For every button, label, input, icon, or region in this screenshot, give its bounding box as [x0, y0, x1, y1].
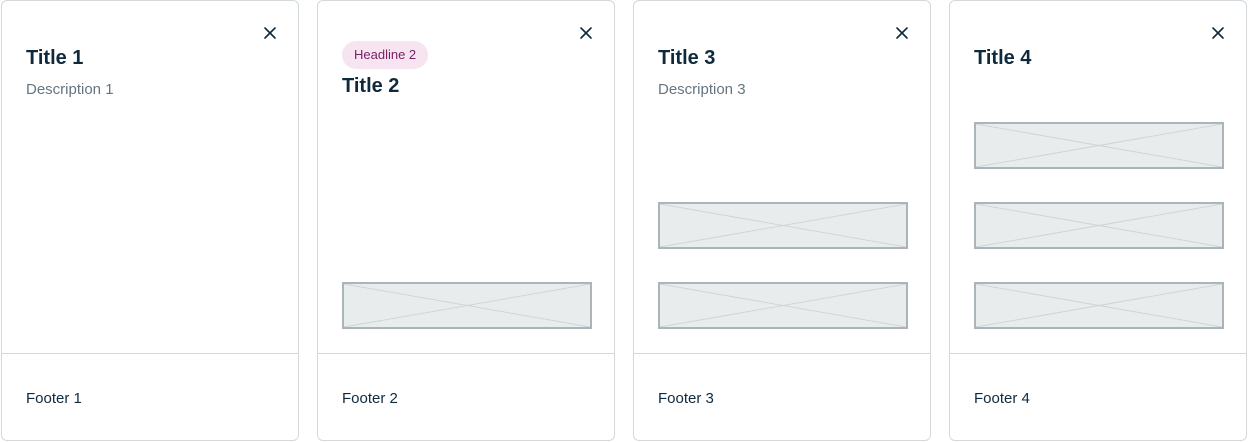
card-description: Description 1: [26, 81, 114, 98]
card-1: Title 1 Description 1 Footer 1: [1, 0, 299, 441]
card-title: Title 1: [26, 47, 84, 69]
card-4: Title 4 Footer 4: [949, 0, 1247, 441]
card-footer: Footer 3: [658, 390, 714, 407]
image-placeholder: [658, 202, 908, 249]
card-title: Title 3: [658, 47, 716, 69]
card-title: Title 2: [342, 75, 400, 97]
headline-tag: Headline 2: [342, 41, 429, 69]
card-footer: Footer 1: [26, 390, 82, 407]
close-icon[interactable]: [576, 23, 596, 43]
card-3: Title 3 Description 3 Footer 3: [633, 0, 931, 441]
image-placeholder: [974, 202, 1224, 249]
card-footer: Footer 4: [974, 390, 1030, 407]
image-placeholder: [342, 282, 592, 329]
card-footer: Footer 2: [342, 390, 398, 407]
close-icon[interactable]: [260, 23, 280, 43]
image-placeholder: [974, 282, 1224, 329]
card-divider: [950, 353, 1246, 354]
image-placeholder: [658, 282, 908, 329]
card-2: Headline 2 Title 2 Footer 2: [317, 0, 615, 441]
close-icon[interactable]: [892, 23, 912, 43]
card-divider: [318, 353, 614, 354]
image-placeholder: [974, 122, 1224, 169]
card-description: Description 3: [658, 81, 746, 98]
card-divider: [2, 353, 298, 354]
card-divider: [634, 353, 930, 354]
close-icon[interactable]: [1208, 23, 1228, 43]
card-title: Title 4: [974, 47, 1032, 69]
